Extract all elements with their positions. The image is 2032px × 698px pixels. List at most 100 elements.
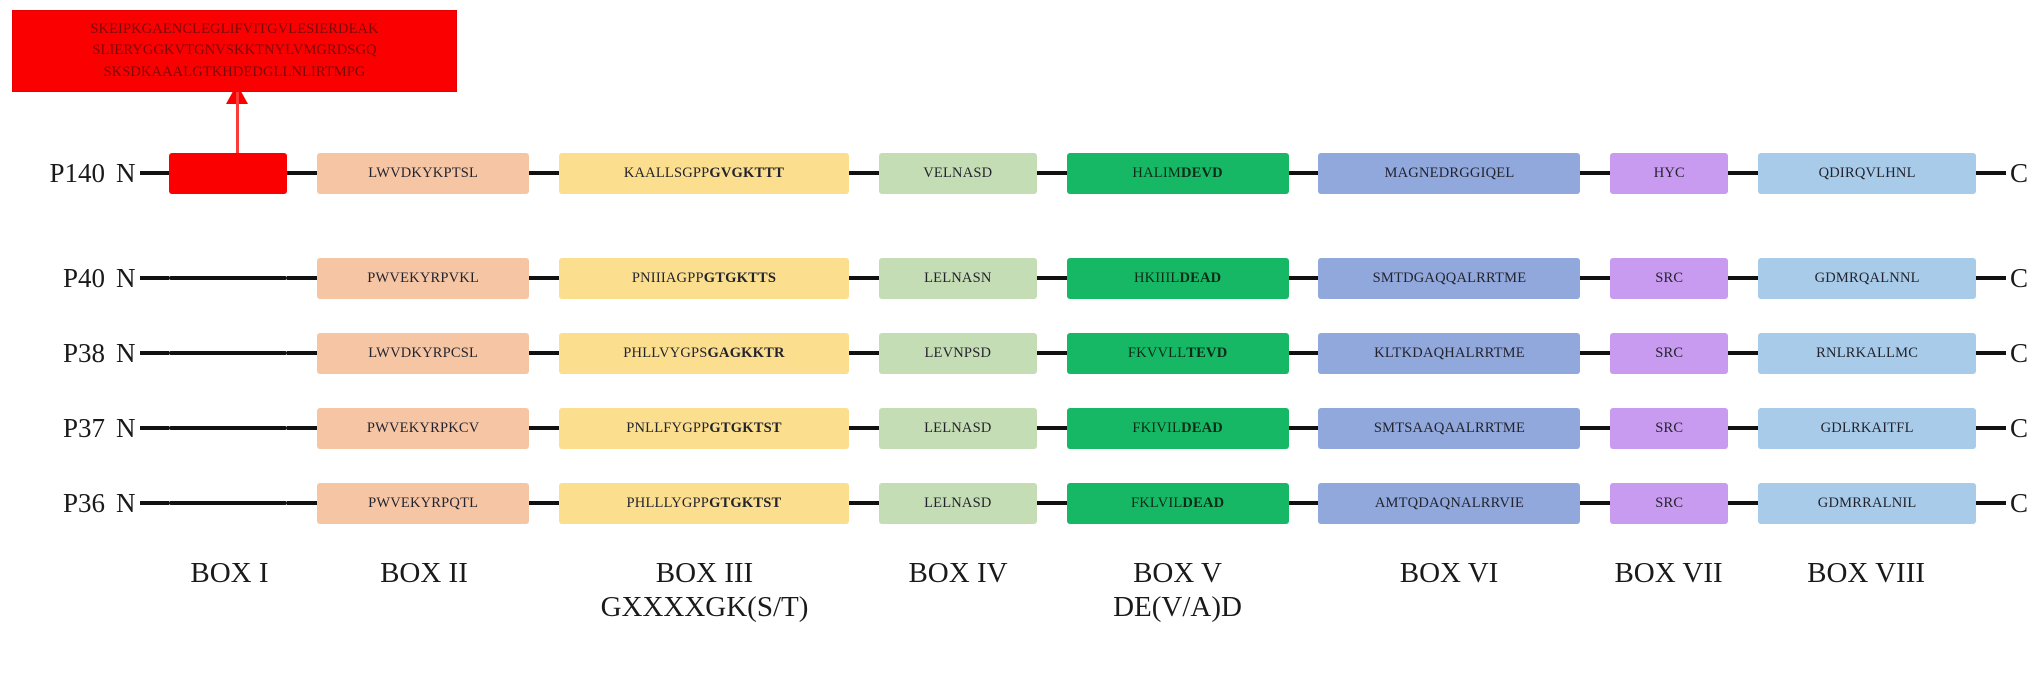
axis-label-main: BOX III (655, 557, 754, 589)
connector-line (848, 351, 879, 355)
domain-sequence-text: GDMRQALNNL (1814, 269, 1920, 286)
domain-box-i-p36 (169, 501, 288, 505)
connector-line (1728, 171, 1759, 175)
domain-box-iii-p140: KAALLSGPPGVGKTTT (558, 152, 849, 194)
connector-line (139, 276, 170, 280)
domain-box-iii-p40: PNIIIAGPPGTGKTTS (558, 257, 849, 299)
domain-sequence-text: VELNASD (923, 164, 993, 181)
domain-box-iv-p37: LELNASD (878, 407, 1037, 449)
protein-name-label: P36 (62, 487, 105, 518)
domain-box-v-p37: FKIVILDEAD (1066, 407, 1289, 449)
callout-arrow-shaft-icon (236, 92, 239, 155)
connector-line (1976, 171, 2006, 175)
axis-label-main: BOX VIII (1807, 557, 1926, 589)
domain-box-iv-p40: LELNASN (878, 257, 1037, 299)
connector-line (287, 501, 318, 505)
connector-line (1580, 276, 1611, 280)
domain-box-viii-p38: RNLRKALLMC (1758, 332, 1977, 374)
domain-box-iv-p36: LELNASD (878, 482, 1037, 524)
domain-sequence-text: PWVEKYRPVKL (367, 269, 480, 286)
connector-line (1728, 426, 1759, 430)
domain-box-i-p140 (169, 152, 288, 194)
domain-sequence-text: KLTKDAQHALRRTME (1374, 344, 1525, 361)
domain-sequence-text: PNIIIAGPPGTGKTTS (631, 269, 777, 286)
axis-label-motif: GXXXXGK(S/T) (600, 591, 809, 624)
domain-sequence-text: FKLVILDEAD (1130, 494, 1225, 511)
domain-box-vii-p40: SRC (1610, 257, 1729, 299)
connector-line (529, 276, 559, 280)
n-terminus-label: N (116, 262, 136, 293)
domain-box-i-p40 (169, 276, 288, 280)
connector-line (1976, 426, 2006, 430)
domain-sequence-text: PWVEKYRPQTL (368, 494, 479, 511)
domain-box-vi-p140: MAGNEDRGGIQEL (1318, 152, 1581, 194)
connector-line (1036, 171, 1067, 175)
c-terminus-label: C (2009, 157, 2028, 188)
domain-sequence-text: PHLLLYGPPGTGKTST (626, 494, 782, 511)
connector-line (1036, 501, 1067, 505)
connector-line (139, 351, 170, 355)
connector-line (139, 426, 170, 430)
connector-line (1728, 276, 1759, 280)
domain-box-viii-p140: QDIRQVLHNL (1758, 152, 1977, 194)
domain-box-iii-p38: PHLLVYGPSGAGKKTR (558, 332, 849, 374)
connector-line (1580, 351, 1611, 355)
domain-box-iii-p36: PHLLLYGPPGTGKTST (558, 482, 849, 524)
connector-line (1288, 276, 1319, 280)
domain-sequence-text: SRC (1655, 344, 1684, 361)
domain-box-vii-p37: SRC (1610, 407, 1729, 449)
domain-box-ii-p40: PWVEKYRPVKL (317, 257, 530, 299)
connector-line (529, 171, 559, 175)
connector-line (1036, 426, 1067, 430)
axis-label-box-vi: BOX VI (1318, 556, 1580, 590)
connector-line (848, 276, 879, 280)
callout-line-3: SKSDKAAALGTKHDEDGLLNLIRTMPG (103, 63, 366, 80)
connector-line (1288, 171, 1319, 175)
axis-label-box-i: BOX I (170, 556, 288, 590)
domain-sequence-text: FKIVILDEAD (1132, 419, 1223, 436)
connector-line (1036, 276, 1067, 280)
domain-sequence-text: SRC (1655, 419, 1684, 436)
connector-line (1728, 501, 1759, 505)
domain-box-v-p40: HKIIILDEAD (1066, 257, 1289, 299)
n-terminus-label: N (116, 157, 136, 188)
callout-line-2: SLIERYGGKVTGNVSKKTNYLVMGRDSGQ (92, 42, 377, 59)
domain-sequence-text: AMTQDAQNALRRVIE (1374, 494, 1525, 511)
domain-sequence-text: PWVEKYRPKCV (366, 419, 480, 436)
connector-line (1580, 501, 1611, 505)
connector-line (529, 351, 559, 355)
domain-sequence-text: HKIIILDEAD (1133, 269, 1222, 286)
axis-label-main: BOX VI (1399, 557, 1499, 589)
axis-label-main: BOX IV (908, 557, 1008, 589)
domain-box-v-p140: HALIMDEVD (1066, 152, 1289, 194)
connector-line (1288, 426, 1319, 430)
domain-box-ii-p140: LWVDKYKPTSL (317, 152, 530, 194)
connector-line (848, 171, 879, 175)
domain-box-iv-p140: VELNASD (878, 152, 1037, 194)
domain-box-vii-p36: SRC (1610, 482, 1729, 524)
domain-box-viii-p37: GDLRKAITFL (1758, 407, 1977, 449)
callout-line-1: SKEIPKGAENCLEGLIFVITGVLESIERDEAK (90, 20, 379, 37)
domain-sequence-text: FKVVLLTEVD (1127, 344, 1228, 361)
domain-box-iv-p38: LEVNPSD (878, 332, 1037, 374)
domain-box-viii-p36: GDMRRALNIL (1758, 482, 1977, 524)
connector-line (287, 351, 318, 355)
axis-label-main: BOX VII (1614, 557, 1723, 589)
connector-line (529, 426, 559, 430)
domain-box-vi-p40: SMTDGAQQALRRTME (1318, 257, 1581, 299)
domain-sequence-text: PHLLVYGPSGAGKKTR (623, 344, 785, 361)
connector-line (529, 501, 559, 505)
connector-line (139, 501, 170, 505)
axis-c-spacer: C (2005, 556, 2032, 589)
c-terminus-label: C (2009, 262, 2028, 293)
domain-sequence-text: LWVDKYRPCSL (368, 344, 479, 361)
c-terminus-label: C (2009, 412, 2028, 443)
connector-line (287, 426, 318, 430)
